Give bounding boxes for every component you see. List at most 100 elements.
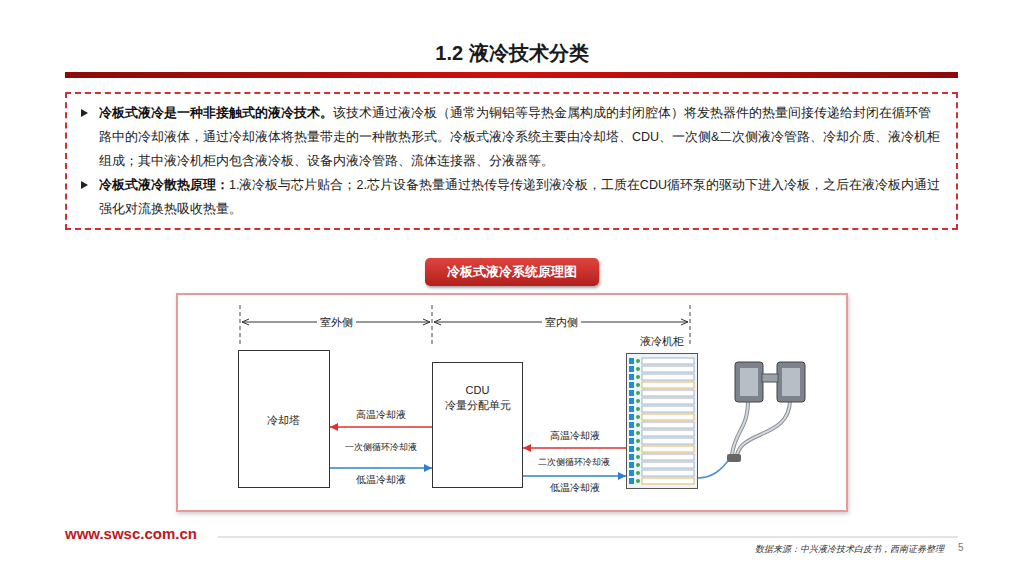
- zone-label: 室内侧: [542, 315, 581, 330]
- manifold-port: [629, 406, 634, 412]
- bullet-paragraph: 冷板式液冷散热原理：1.液冷板与芯片贴合；2.芯片设备热量通过热传导传递到液冷板…: [79, 173, 942, 221]
- server-slot: [642, 390, 694, 396]
- plate-bridge: [762, 374, 778, 382]
- hot-coolant-pipe: [330, 426, 432, 428]
- server-slot: [642, 382, 694, 388]
- cold-coolant-pipe: [330, 467, 432, 469]
- server-slot: [642, 470, 694, 476]
- zone-label: 室外侧: [317, 315, 356, 330]
- server-slot: [642, 358, 694, 364]
- server-slot: [642, 366, 694, 372]
- cold-plate: [735, 362, 763, 402]
- loop-label: 一次侧循环冷却液: [342, 441, 420, 454]
- pipe-label: 高温冷却液: [354, 408, 408, 422]
- manifold-port: [629, 470, 634, 476]
- pipe-leader: [698, 458, 730, 478]
- server-slot: [642, 478, 694, 484]
- quick-connector: [636, 463, 640, 467]
- manifold-port: [629, 382, 634, 388]
- manifold-port: [629, 358, 634, 364]
- cooling-tower-box: 冷却塔: [238, 350, 330, 488]
- node-label: 冷却塔: [267, 413, 329, 428]
- dimension-tick: [432, 305, 433, 345]
- quick-connector: [636, 367, 640, 371]
- pipe-label: 低温冷却液: [354, 473, 408, 487]
- quick-connector: [636, 455, 640, 459]
- slide-title: 1.2 液冷技术分类: [0, 40, 1024, 67]
- manifold-port: [629, 430, 634, 436]
- quick-connector: [636, 407, 640, 411]
- dimension-tick: [240, 305, 241, 345]
- server-slot: [642, 406, 694, 412]
- bullet-heading: 冷板式液冷是一种非接触式的液冷技术。: [99, 106, 333, 120]
- pipe: [732, 400, 790, 455]
- manifold-port: [629, 446, 634, 452]
- manifold-port: [629, 462, 634, 468]
- server-slot: [642, 462, 694, 468]
- manifold-port: [629, 478, 634, 484]
- loop-label: 二次侧循环冷却液: [535, 456, 613, 469]
- server-slot: [642, 422, 694, 428]
- bullet-heading: 冷板式液冷散热原理：: [99, 178, 229, 192]
- dimension-tick: [690, 305, 691, 345]
- server-slot: [642, 454, 694, 460]
- quick-connector: [636, 375, 640, 379]
- page-number: 5: [958, 542, 964, 553]
- cold-coolant-pipe: [523, 475, 626, 477]
- hot-coolant-pipe: [523, 447, 626, 449]
- cdu-box: CDU冷量分配单元: [432, 362, 523, 488]
- manifold-port: [629, 422, 634, 428]
- quick-connector: [636, 415, 640, 419]
- quick-connector: [636, 431, 640, 435]
- quick-connector: [636, 439, 640, 443]
- connector-fitting: [727, 454, 741, 462]
- manifold-port: [629, 438, 634, 444]
- figure-caption-tab: 冷板式液冷系统原理图: [425, 258, 599, 286]
- cold-plate-illustration: [698, 362, 805, 478]
- server-slot: [642, 446, 694, 452]
- node-label: 液冷机柜: [626, 335, 698, 349]
- cabinet-body: [626, 353, 698, 489]
- cabinet-slots: [627, 354, 697, 488]
- website: www.swsc.com.cn: [65, 525, 197, 542]
- server-slot: [642, 374, 694, 380]
- node-label: CDU: [433, 383, 522, 398]
- pipe-highlight: [732, 400, 790, 455]
- diagram-frame: [177, 294, 847, 511]
- manifold-port: [629, 390, 634, 396]
- footer-rule: [218, 537, 958, 538]
- server-slot: [642, 414, 694, 420]
- text-panel: 冷板式液冷是一种非接触式的液冷技术。该技术通过液冷板（通常为铜铝等导热金属构成的…: [65, 92, 958, 230]
- cabinet-box: 液冷机柜: [626, 335, 698, 489]
- manifold-port: [629, 366, 634, 372]
- dimension-ticks: [240, 305, 690, 345]
- manifold-port: [629, 414, 634, 420]
- server-slot: [642, 438, 694, 444]
- quick-connector: [636, 471, 640, 475]
- cold-plate-face: [782, 368, 800, 396]
- manifold-port: [629, 454, 634, 460]
- pipe-label: 低温冷却液: [548, 481, 602, 495]
- title-bar: [65, 72, 958, 78]
- quick-connector: [636, 479, 640, 483]
- quick-connector: [636, 359, 640, 363]
- pipe-label: 高温冷却液: [548, 429, 602, 443]
- quick-connector: [636, 399, 640, 403]
- source-note: 数据来源：中兴液冷技术白皮书，西南证券整理: [755, 543, 944, 556]
- cold-plate: [777, 362, 805, 402]
- manifold-port: [629, 398, 634, 404]
- node-label: 冷板式液冷系统原理图: [447, 263, 577, 281]
- cold-plate-face: [740, 368, 758, 396]
- node-label: 冷量分配单元: [433, 398, 522, 413]
- server-slot: [642, 398, 694, 404]
- quick-connector: [636, 391, 640, 395]
- quick-connector: [636, 383, 640, 387]
- quick-connector: [636, 447, 640, 451]
- manifold-port: [629, 374, 634, 380]
- server-slot: [642, 430, 694, 436]
- quick-connector: [636, 423, 640, 427]
- bullet-paragraph: 冷板式液冷是一种非接触式的液冷技术。该技术通过液冷板（通常为铜铝等导热金属构成的…: [79, 101, 942, 173]
